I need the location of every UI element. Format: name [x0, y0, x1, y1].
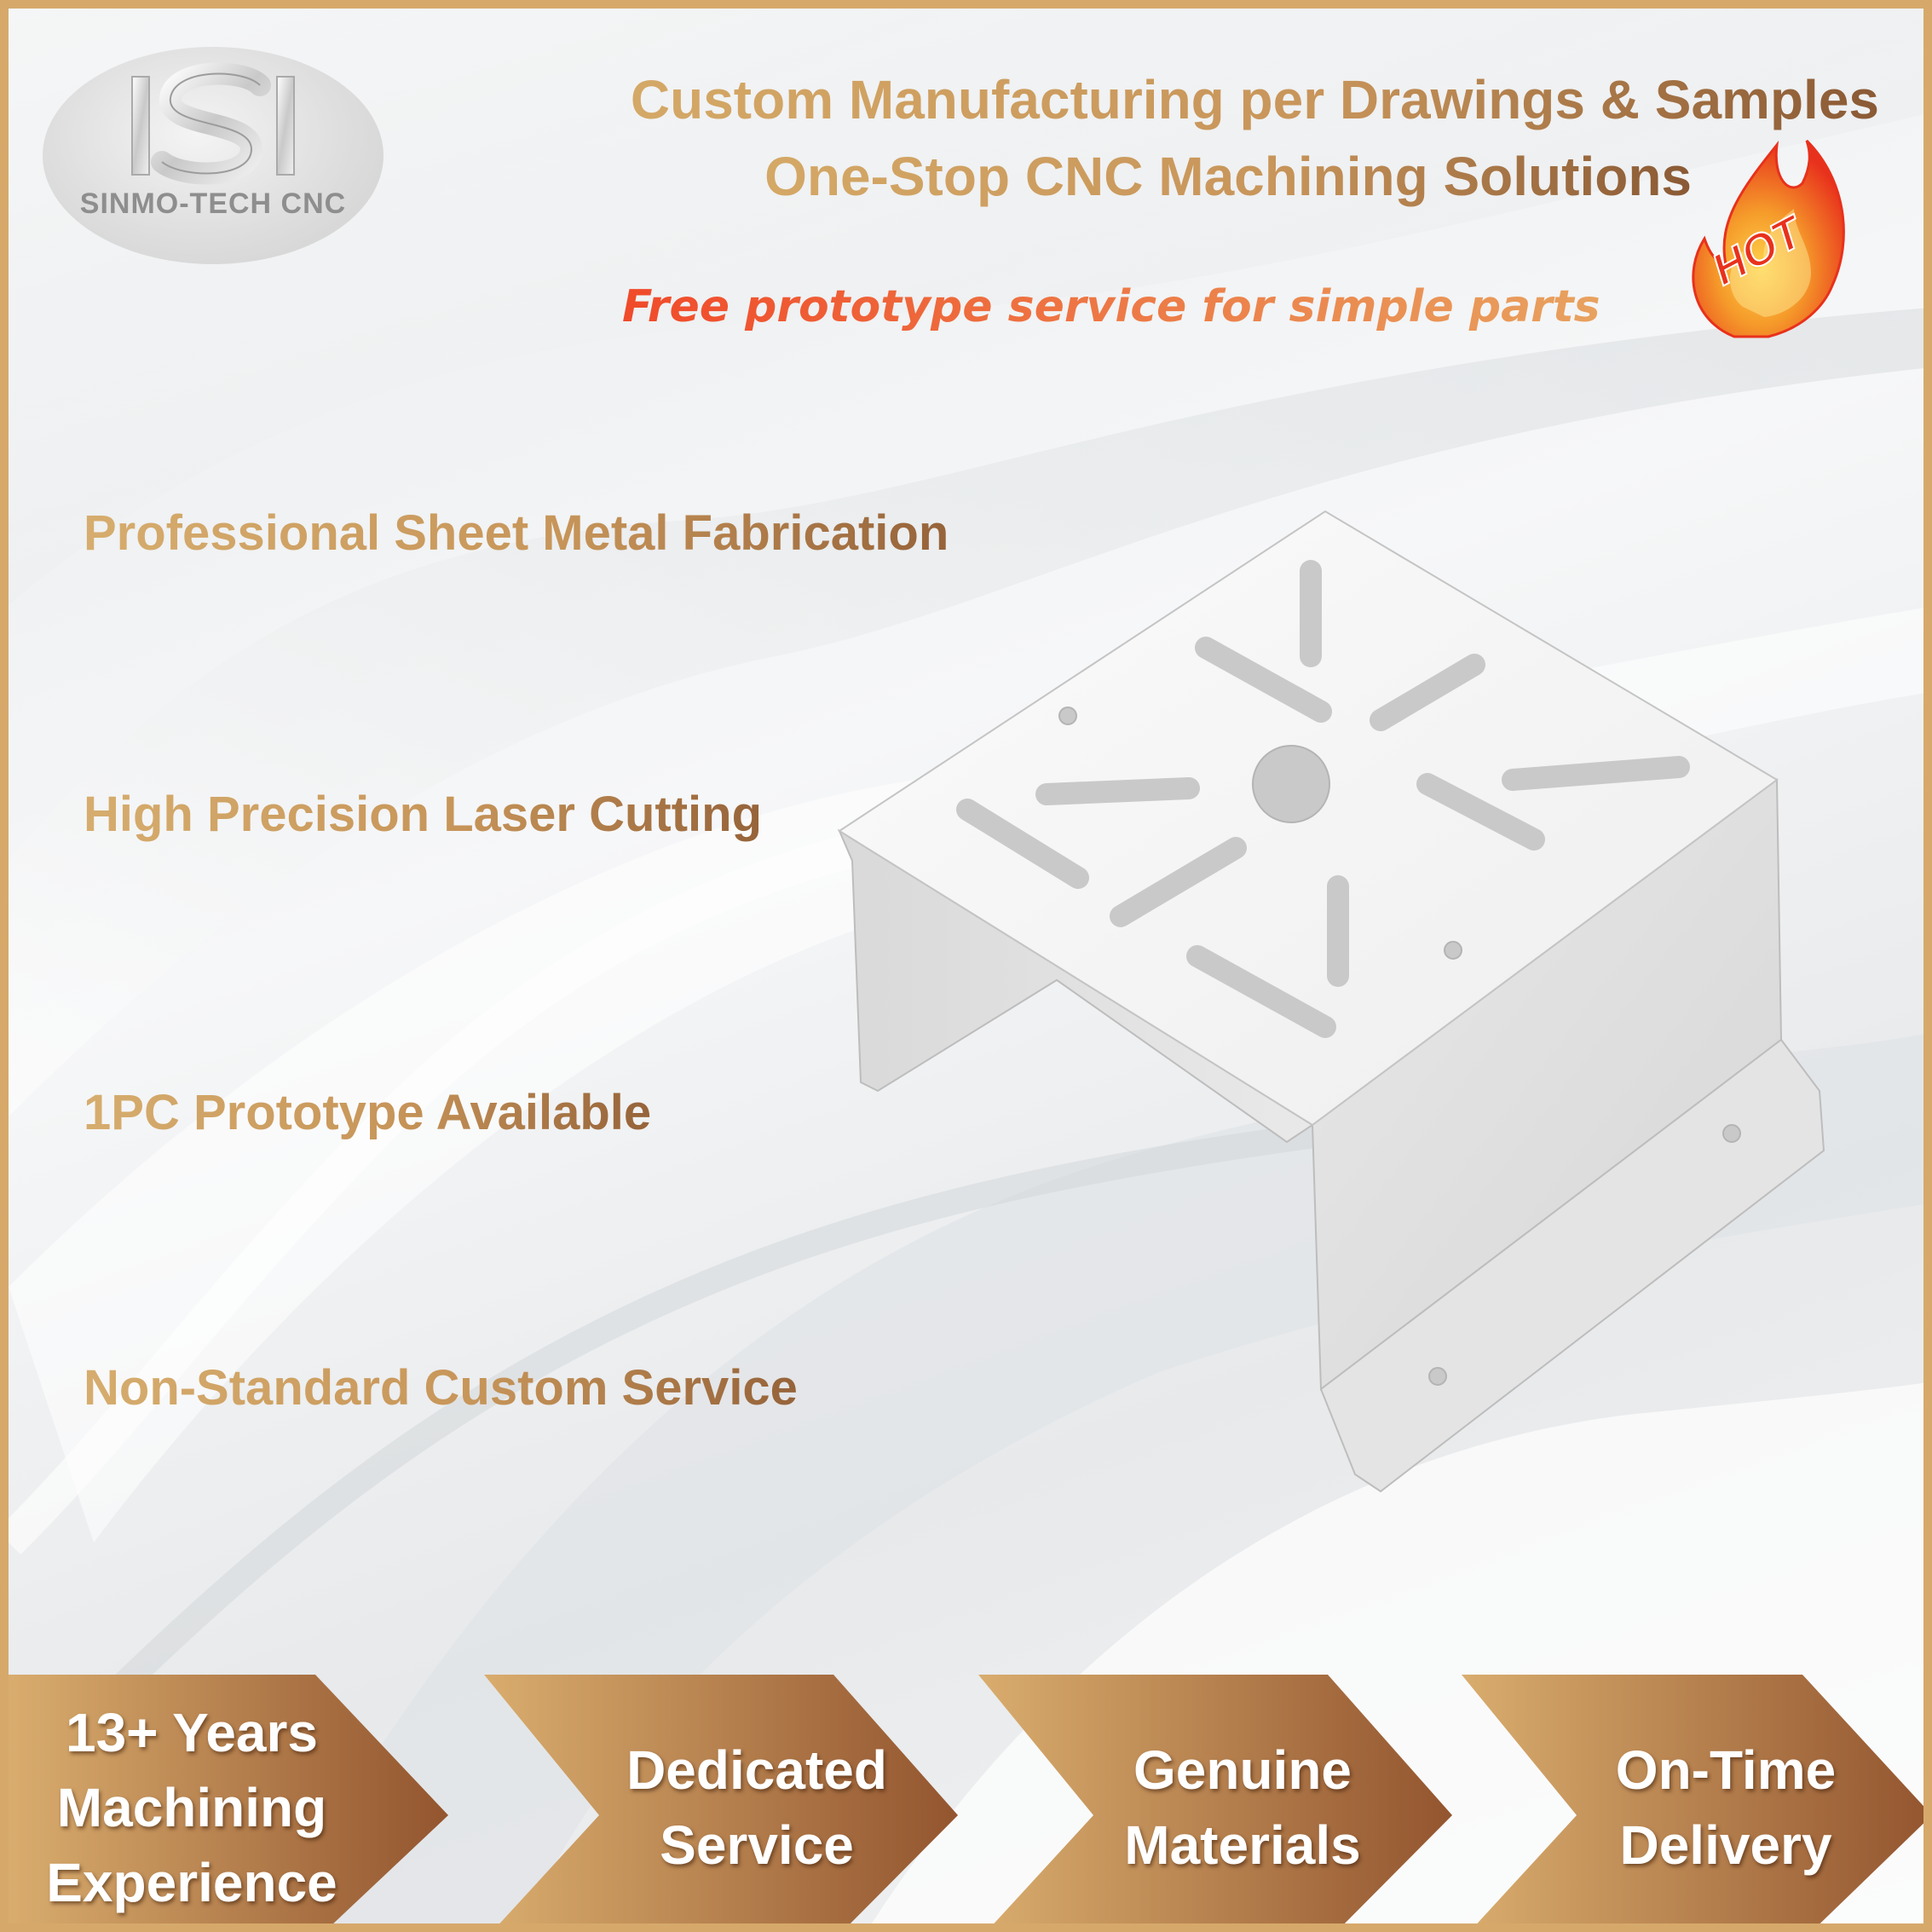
- banner-delivery-line1: On-Time: [1615, 1739, 1837, 1801]
- logo-mark-icon: [131, 62, 295, 185]
- banner-arrow-shape: [484, 1675, 958, 1923]
- banner-on-time-delivery-text: On-Time Delivery: [1555, 1675, 1896, 1923]
- hot-flame-icon: HOT: [1692, 139, 1845, 338]
- feature-sheet-metal: Professional Sheet Metal Fabrication: [84, 505, 949, 561]
- sheet-metal-bracket-image: [837, 510, 1825, 1493]
- banner-on-time-delivery: On-Time Delivery: [1462, 1675, 1923, 1923]
- banner-experience-line1: 13+ Years: [65, 1701, 319, 1763]
- banner-delivery-line2: Delivery: [1619, 1814, 1832, 1876]
- banner-genuine-line2: Materials: [1124, 1814, 1361, 1876]
- banner-genuine-line1: Genuine: [1133, 1739, 1352, 1801]
- banner-dedicated-service: Dedicated Service: [484, 1675, 961, 1923]
- banner-genuine-materials-text: Genuine Materials: [1064, 1675, 1422, 1923]
- banner-experience: 13+ Years Machining Experience: [9, 1675, 452, 1923]
- feature-prototype: 1PC Prototype Available: [84, 1085, 652, 1140]
- banner-experience-text: 13+ Years Machining Experience: [9, 1675, 375, 1923]
- headline-line-2: One-Stop CNC Machining Solutions: [764, 146, 1692, 207]
- feature-laser-cutting: High Precision Laser Cutting: [84, 787, 762, 842]
- banner-arrow-shape: [978, 1675, 1452, 1923]
- banner-genuine-materials: Genuine Materials: [978, 1675, 1456, 1923]
- banner-arrow-shape: [1462, 1675, 1923, 1923]
- feature-custom-service: Non-Standard Custom Service: [84, 1360, 798, 1416]
- banner-experience-line3: Experience: [46, 1852, 337, 1914]
- headline-line-1: Custom Manufacturing per Drawings & Samp…: [630, 69, 1879, 130]
- banner-dedicated-line2: Service: [660, 1814, 854, 1876]
- banner-dedicated-line1: Dedicated: [626, 1739, 887, 1801]
- banner-experience-line2: Machining: [56, 1776, 327, 1838]
- promo-text: Free prototype service for simple parts: [622, 281, 1600, 332]
- company-logo: SINMO-TECH CNC: [43, 47, 384, 264]
- banner-arrow-shape: [9, 1675, 448, 1923]
- logo-text: SINMO-TECH CNC: [79, 187, 347, 220]
- banner-dedicated-service-text: Dedicated Service: [578, 1675, 936, 1923]
